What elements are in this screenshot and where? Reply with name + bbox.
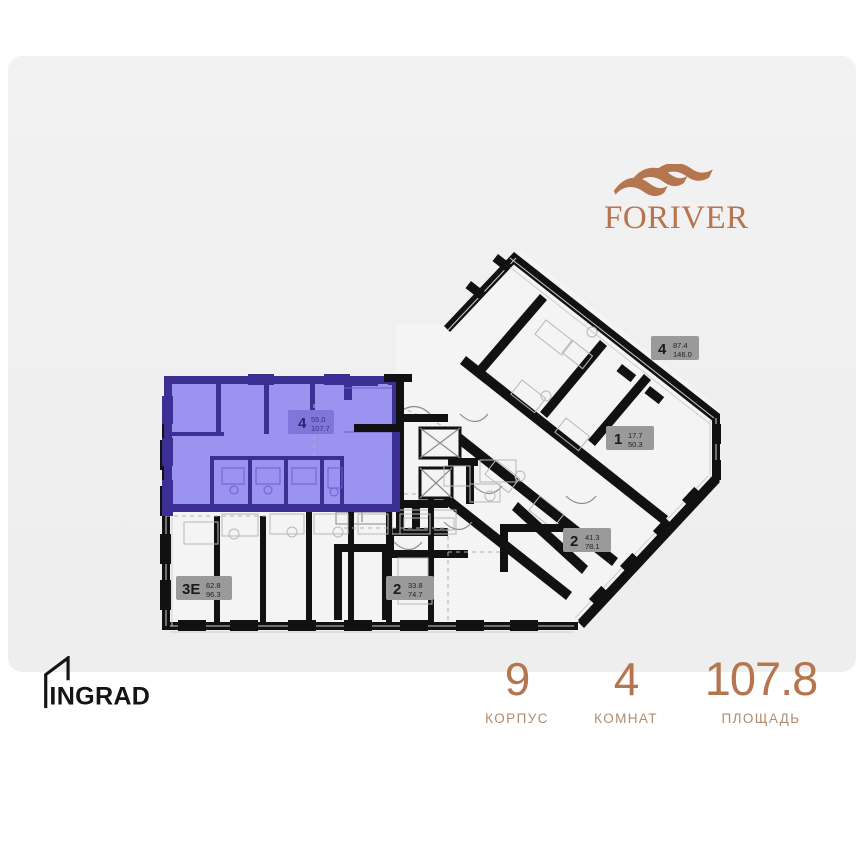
badge-total-area: 107.7 xyxy=(311,424,330,433)
badge-total-area: 50.3 xyxy=(628,440,643,449)
foriver-logo: FORIVER xyxy=(604,164,840,240)
badge-rooms: 4 xyxy=(298,415,307,432)
bottom-window-mullions xyxy=(178,620,538,631)
stat-ploshad: 107.8 ПЛОЩАДЬ xyxy=(681,655,841,726)
badge-living-area: 87.4 xyxy=(673,341,688,350)
unit-badge-selected[interactable]: 4 55.0 107.7 xyxy=(288,410,334,434)
house-outline-icon: INGRAD xyxy=(44,656,150,710)
unit-badge-4[interactable]: 2 33.8 74.7 xyxy=(386,576,434,600)
badge-total-area: 146.0 xyxy=(673,350,692,359)
badge-living-area: 55.0 xyxy=(311,415,326,424)
stat-korpus-label: КОРПУС xyxy=(485,711,549,726)
stat-ploshad-value: 107.8 xyxy=(704,652,819,705)
badge-total-area: 96.3 xyxy=(206,590,221,599)
stat-komnat-label: КОМНАТ xyxy=(594,711,658,726)
badge-living-area: 62.8 xyxy=(206,581,221,590)
wing-southeast xyxy=(443,459,720,628)
unit-badge-1[interactable]: 1 17.7 50.3 xyxy=(606,426,654,450)
badge-rooms: 3E xyxy=(182,581,200,598)
stat-ploshad-label: ПЛОЩАДЬ xyxy=(721,711,801,726)
floor-plan: .w { fill:#111; } .thin{ fill:none; stro… xyxy=(148,228,748,648)
elevator-shafts xyxy=(418,426,462,500)
foriver-wordmark: FORIVER xyxy=(604,200,749,236)
unit-badge-0[interactable]: 4 87.4 146.0 xyxy=(651,336,699,360)
unit-badge-2[interactable]: 2 41.3 78.1 xyxy=(563,528,611,552)
wall-stub xyxy=(354,374,412,432)
badge-total-area: 74.7 xyxy=(408,590,423,599)
wave-lines-icon xyxy=(613,164,713,197)
floor-plan-drawing: .w { fill:#111; } .thin{ fill:none; stro… xyxy=(160,250,721,633)
badge-living-area: 33.8 xyxy=(408,581,423,590)
stat-korpus-value: 9 xyxy=(504,653,531,705)
selected-apartment[interactable]: 4 55.0 107.7 xyxy=(162,374,404,516)
badge-living-area: 17.7 xyxy=(628,431,643,440)
stat-korpus: 9 КОРПУС xyxy=(463,656,571,726)
badge-rooms: 1 xyxy=(614,431,622,448)
stat-komnat-value: 4 xyxy=(613,653,640,705)
floorplan-card: FORIVER .w { fill:#111; } .thin{ fill:no… xyxy=(8,56,856,726)
unit-badges[interactable]: 4 87.4 146.0 1 17.7 50.3 2 xyxy=(176,336,699,600)
unit-badge-3[interactable]: 3E 62.8 96.3 xyxy=(176,576,232,600)
ingrad-logo: INGRAD xyxy=(40,656,170,714)
ingrad-wordmark: INGRAD xyxy=(49,682,150,710)
badge-living-area: 41.3 xyxy=(585,533,600,542)
badge-rooms: 4 xyxy=(658,341,667,358)
badge-total-area: 78.1 xyxy=(585,542,600,551)
badge-rooms: 2 xyxy=(570,533,578,550)
badge-rooms: 2 xyxy=(393,581,401,598)
unit-summary-stats: 9 КОРПУС 4 КОМНАТ 107.8 ПЛОЩАДЬ xyxy=(463,646,843,726)
stat-komnat: 4 КОМНАТ xyxy=(571,656,681,726)
